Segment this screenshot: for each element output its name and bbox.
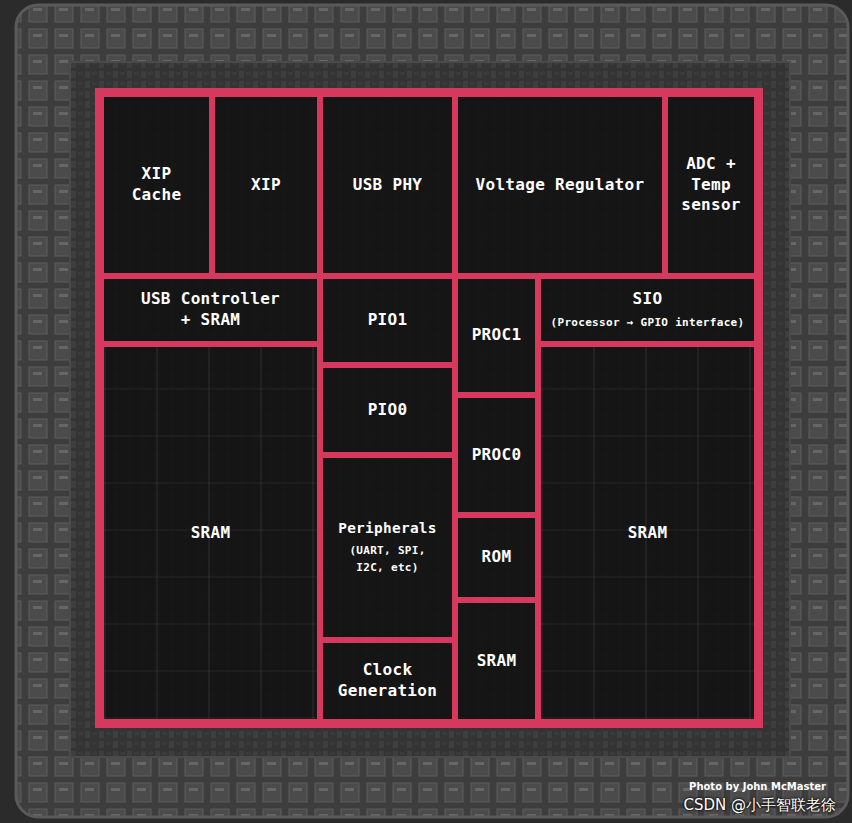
chip-block: PROC0 bbox=[455, 395, 538, 515]
watermark: CSDN @小手智联老徐 bbox=[683, 796, 836, 815]
chip-block: ADC + Temp sensor bbox=[665, 94, 757, 276]
chip-block: PROC1 bbox=[455, 276, 538, 395]
block-name: SRAM bbox=[628, 523, 668, 544]
block-note: (UART, SPI, I2C, etc) bbox=[338, 542, 438, 576]
chip-block: XIP bbox=[212, 94, 320, 276]
block-note: (Processor → GPIO interface) bbox=[551, 314, 745, 331]
block-name: Peripherals bbox=[338, 519, 437, 538]
chip-block: Voltage Regulator bbox=[455, 94, 665, 276]
block-name: XIP Cache bbox=[132, 164, 182, 206]
chip-block: SRAM bbox=[455, 600, 538, 722]
block-name: SRAM bbox=[477, 651, 517, 672]
chip-block: USB PHY bbox=[320, 94, 455, 276]
block-name: Clock Generation bbox=[338, 660, 437, 702]
chip-block: ROM bbox=[455, 515, 538, 600]
chip-block: SIO (Processor → GPIO interface) bbox=[538, 276, 757, 344]
chip-block: PIO0 bbox=[320, 365, 455, 455]
block-name: ADC + Temp sensor bbox=[681, 154, 741, 216]
block-name: SIO bbox=[633, 289, 663, 310]
block-name: USB PHY bbox=[353, 175, 423, 196]
block-name: SRAM bbox=[191, 523, 231, 544]
chip-block: Peripherals (UART, SPI, I2C, etc) bbox=[320, 455, 455, 640]
block-name: PROC0 bbox=[472, 445, 522, 466]
block-name: USB Controller + SRAM bbox=[138, 289, 283, 331]
block-name: ROM bbox=[482, 547, 512, 568]
chip-block: Clock Generation bbox=[320, 640, 455, 722]
photo-credit: Photo by John McMaster bbox=[689, 781, 826, 792]
chip-block: USB Controller + SRAM bbox=[101, 276, 320, 344]
chip-block: SRAM bbox=[538, 344, 757, 722]
chip-block: XIP Cache bbox=[101, 94, 212, 276]
chip-block: SRAM bbox=[101, 344, 320, 722]
core-logic bbox=[70, 62, 790, 757]
block-name: XIP bbox=[251, 175, 281, 196]
outer-frame bbox=[98, 91, 760, 725]
block-name: PIO0 bbox=[368, 400, 408, 421]
chip-outline bbox=[16, 5, 848, 817]
block-name: Voltage Regulator bbox=[476, 175, 645, 196]
block-name: PIO1 bbox=[368, 310, 408, 331]
chip-block: PIO1 bbox=[320, 276, 455, 365]
block-name: PROC1 bbox=[472, 325, 522, 346]
